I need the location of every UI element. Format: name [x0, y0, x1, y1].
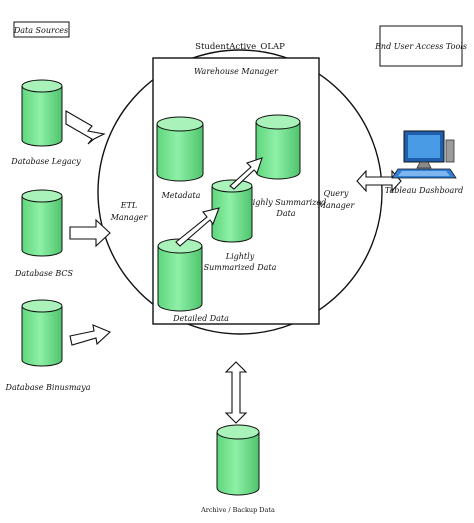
- database-legacy-label: Database Legacy: [10, 157, 81, 166]
- query-manager-line-2: Manager: [317, 201, 356, 210]
- highly-summarized-cylinder: Highly Summarized Data: [245, 114, 326, 218]
- highly-summarized-label-2: Data: [275, 209, 295, 218]
- detailed-data-label: Detailed Data: [172, 314, 229, 323]
- query-manager-line-1: Query: [324, 189, 349, 198]
- etl-manager-line-1: ETL: [120, 201, 138, 210]
- legacy-to-etl-arrow: [65, 110, 106, 145]
- query-to-tools-double-arrow: [356, 169, 402, 193]
- metadata-cylinder: Metadata: [156, 116, 204, 200]
- bcs-to-etl-arrow: [69, 218, 111, 248]
- database-bcs-cylinder: Database BCS: [14, 189, 74, 278]
- data-sources-box: Data Sources: [13, 21, 70, 38]
- warehouse-to-archive-double-arrow: [224, 361, 248, 424]
- database-binusmaya-label: Database Binusmaya: [5, 383, 91, 392]
- archive-backup-cylinder: Archive / Backup Data: [200, 424, 275, 514]
- database-legacy-cylinder: Database Legacy: [10, 79, 81, 166]
- archive-backup-label: Archive / Backup Data: [200, 506, 275, 514]
- database-binusmaya-cylinder: Database Binusmaya: [5, 299, 91, 392]
- computer-monitor-icon: [391, 130, 457, 179]
- detailed-to-lightly-arrow: [175, 207, 220, 247]
- etl-manager-line-2: Manager: [110, 213, 149, 222]
- tableau-dashboard-label: Tableau Dashboard: [385, 186, 463, 195]
- warehouse-manager-label: Warehouse Manager: [194, 67, 279, 76]
- detailed-data-cylinder: Detailed Data: [157, 238, 229, 323]
- end-user-tools-label: End User Access Tools: [374, 42, 467, 51]
- highly-summarized-label-1: Highly Summarized: [245, 198, 326, 207]
- end-user-tools-box: End User Access Tools: [374, 25, 467, 67]
- lightly-summarized-label-1: Lightly: [225, 252, 255, 261]
- olap-title: StudentActive_OLAP: [195, 42, 285, 52]
- query-manager-label: Query Manager: [317, 189, 356, 210]
- database-bcs-label: Database BCS: [14, 269, 74, 278]
- data-sources-label: Data Sources: [13, 26, 68, 35]
- etl-manager-label: ETL Manager: [110, 201, 149, 222]
- lightly-to-highly-arrow: [229, 157, 263, 190]
- metadata-label: Metadata: [161, 191, 201, 200]
- binusmaya-to-etl-arrow: [69, 324, 112, 346]
- lightly-summarized-label-2: Summarized Data: [204, 263, 277, 272]
